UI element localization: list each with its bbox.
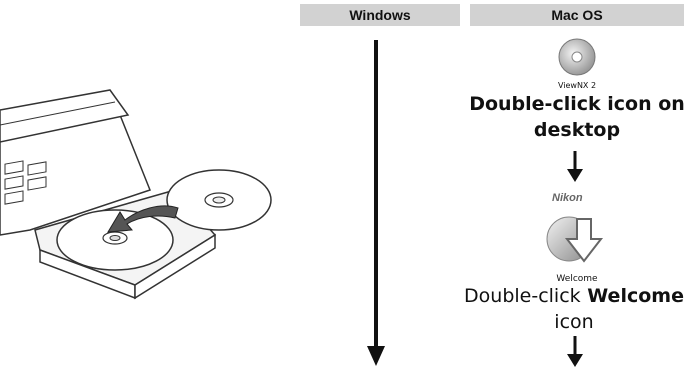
viewnx-disc-icon <box>557 37 597 77</box>
windows-flow-arrow <box>364 30 388 370</box>
laptop-cd-illustration <box>0 70 300 370</box>
windows-header-label: Windows <box>349 7 410 23</box>
mac-step2-caption: Double-click Welcome icon <box>454 283 694 335</box>
mac-step2-arrow <box>563 334 587 370</box>
step2-suffix: icon <box>554 311 593 333</box>
mac-step1-caption: Double-click icon on desktop <box>464 91 690 143</box>
step2-prefix: Double-click <box>464 285 581 307</box>
step2-bold: Welcome <box>587 285 684 307</box>
mac-header-label: Mac OS <box>551 7 602 23</box>
windows-column-header: Windows <box>300 4 460 26</box>
welcome-icon <box>543 203 607 267</box>
mac-step1-text: Double-click icon on desktop <box>469 93 685 141</box>
mac-column-header: Mac OS <box>470 4 684 26</box>
viewnx-icon-label: ViewNX 2 <box>540 81 614 90</box>
welcome-icon-brand: Nikon <box>552 192 583 204</box>
mac-step1-arrow <box>563 149 587 185</box>
